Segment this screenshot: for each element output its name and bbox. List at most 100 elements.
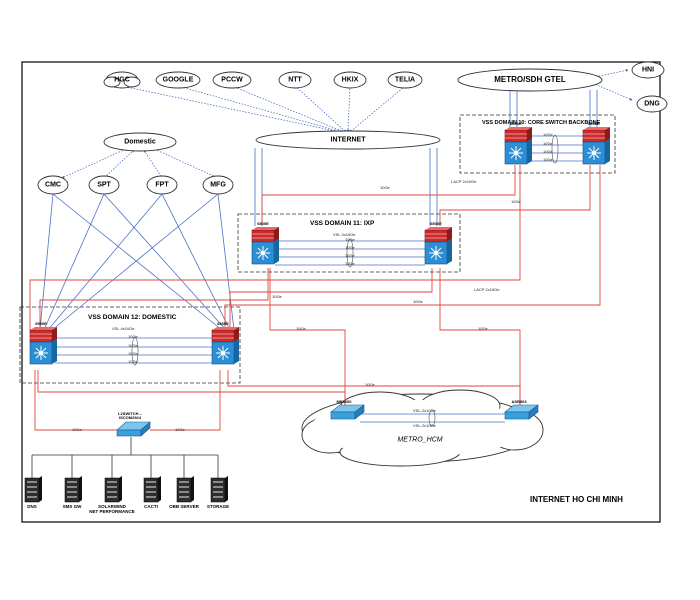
cloud-label-telia: TELIA xyxy=(394,76,416,84)
metro-switch-right xyxy=(504,404,539,420)
vsl-label-ixp: VSL 4x10Ge xyxy=(333,232,356,237)
red-links xyxy=(29,165,601,431)
vsl-label-metro-1: VSL-2x10Ge xyxy=(413,408,436,413)
domestic-peer-links xyxy=(61,147,219,179)
ixp-switch-a xyxy=(251,227,279,265)
domestic-switch-a-label: 6500E xyxy=(35,321,47,326)
vsl-marker-ixp xyxy=(346,238,354,268)
vsl-marker-metro xyxy=(428,409,436,427)
vsl-label-domestic: VSL 4x10Ge xyxy=(112,326,135,331)
link-label-10ge: 10Ge xyxy=(128,359,138,364)
link-label-10ge: 10Ge xyxy=(543,157,553,162)
diagram-frame xyxy=(21,61,661,523)
link-label-10ge: 10Ge xyxy=(128,334,138,339)
link-label-10ge: 10Ge xyxy=(175,427,185,432)
link-label-10ge: 10Ge xyxy=(72,427,82,432)
cloud-label-cmc: CMC xyxy=(45,181,61,189)
l2switch-label: L2SWITCH – ISCOM2924 xyxy=(118,411,142,420)
ixp-switch-b-label: 6500E xyxy=(430,221,442,226)
core-switch-b xyxy=(582,127,610,165)
link-label-10ge: 10Ge xyxy=(365,382,375,387)
vss-domain-11-box xyxy=(237,213,461,273)
cloud-label-spt: SPT xyxy=(97,181,111,189)
link-label-10ge: 10Ge xyxy=(345,237,355,242)
lacp-label-core: LACP 2x10Ge xyxy=(451,179,477,184)
domestic-switch-b-label: 6500E xyxy=(217,321,229,326)
metro-switch-left xyxy=(330,404,365,420)
domestic-switch-a xyxy=(29,327,57,365)
lacp-label-domestic: LACP 2x10Ge xyxy=(474,287,500,292)
link-label-10ge: 10Ge xyxy=(345,261,355,266)
domestic-switch-b xyxy=(211,327,239,365)
cloud-domestic xyxy=(103,132,177,152)
cloud-dng xyxy=(636,95,668,113)
server-label: STORAGE xyxy=(206,504,230,509)
link-label-10ge: 10Ge xyxy=(380,185,390,190)
link-label-10ge: 10Ge xyxy=(543,132,553,137)
cloud-label-pccw: PCCW xyxy=(221,76,243,84)
link-label-10ge: 10Ge xyxy=(272,294,282,299)
vss-domain-10-box xyxy=(459,114,616,174)
cloud-internet xyxy=(255,130,441,150)
metro-switch-right-label: ASR903 xyxy=(511,399,527,404)
internet-peer-links xyxy=(121,85,406,133)
cloud-label-google: GOOGLE xyxy=(162,76,194,84)
cloud-label-hkix: HKIX xyxy=(341,76,359,84)
cloud-hgc xyxy=(103,71,141,89)
ixp-inner-links xyxy=(275,240,425,266)
gtel-peer-links xyxy=(589,69,633,101)
cloud-label-dng: DNG xyxy=(644,100,660,108)
server-icon xyxy=(210,476,228,503)
footer-title: INTERNET HO CHI MINH xyxy=(530,495,623,504)
l2switch-iscom2924 xyxy=(116,421,151,437)
core-switch-b-label: 6500E xyxy=(588,121,600,126)
cloud-label-hni: HNI xyxy=(641,66,655,74)
server-bus xyxy=(31,437,219,478)
cloud-label-domestic: Domestic xyxy=(124,138,156,146)
cloud-label-internet: INTERNET xyxy=(330,136,366,144)
core-switch-a xyxy=(504,127,532,165)
domain-title-core: VSS DOMAIN 10: CORE SWITCH BACKBONE xyxy=(482,120,601,126)
cloud-label-mfg: MFG xyxy=(210,181,226,189)
server-label: DNS xyxy=(27,504,37,509)
cloud-telia xyxy=(387,71,423,89)
link-label-10ge: 10Ge xyxy=(345,253,355,258)
link-label-10ge: 10Ge xyxy=(128,343,138,348)
ixp-switch-b xyxy=(424,227,452,265)
server-icon xyxy=(104,476,122,503)
metro-switch-left-label: ME3600 xyxy=(336,399,352,404)
cloud-metro-gtel xyxy=(457,68,603,92)
core-switch-a-label: 6500E xyxy=(510,121,522,126)
server-label: CACTI xyxy=(144,504,158,509)
server-icon xyxy=(64,476,82,503)
vsl-marker-core xyxy=(551,134,559,164)
vss-domain-12-box xyxy=(19,306,241,384)
server-icon xyxy=(143,476,161,503)
cloud-pccw xyxy=(212,71,252,89)
cloud-google xyxy=(155,71,201,89)
cloud-ntt xyxy=(278,71,312,89)
domain-title-ixp: VSS DOMAIN 11: IXP xyxy=(310,220,375,227)
cloud-label-hgc: HGC xyxy=(114,76,130,84)
cloud-label-metro-hcm: METRO_HCM xyxy=(397,436,443,444)
cloud-label-fpt: FPT xyxy=(155,181,169,189)
link-label-10ge: 10Ge xyxy=(511,199,521,204)
server-label: OBB SERVER xyxy=(169,504,199,509)
cloud-hkix xyxy=(333,71,367,89)
link-label-10ge: 10Ge xyxy=(543,149,553,154)
link-label-10ge: 10Ge xyxy=(345,245,355,250)
server-icon xyxy=(24,476,42,503)
metro-inner-links xyxy=(360,413,505,423)
cloud-label-ntt: NTT xyxy=(288,76,302,84)
link-label-10ge: 10Ge xyxy=(296,326,306,331)
vsl-label-metro-2: VSL-2x10Ge xyxy=(413,423,436,428)
link-label-10ge: 10Ge xyxy=(543,141,553,146)
server-label: SOLARWIND NET PERFORMANCE xyxy=(89,504,135,514)
ixp-switch-a-label: 6500E xyxy=(257,221,269,226)
server-label: SMS GW xyxy=(62,504,82,509)
cloud-hni xyxy=(631,61,665,79)
link-label-10ge: 10Ge xyxy=(478,326,488,331)
link-label-10ge: 10Ge xyxy=(128,351,138,356)
server-icon xyxy=(176,476,194,503)
